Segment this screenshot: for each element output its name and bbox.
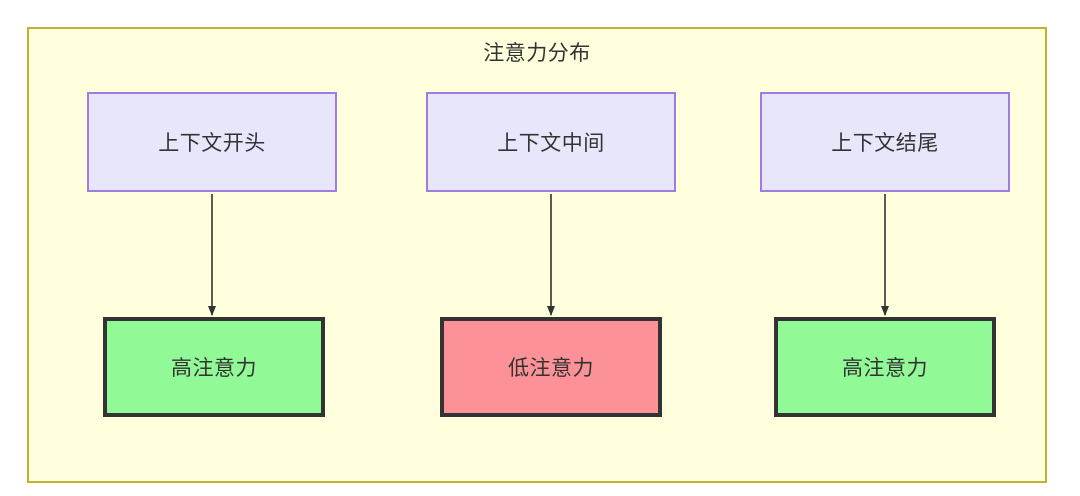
- node-context-end[interactable]: 上下文结尾: [760, 92, 1010, 192]
- node-context-start[interactable]: 上下文开头: [87, 92, 337, 192]
- node-high-attention-start[interactable]: 高注意力: [103, 317, 325, 417]
- diagram-title: 注意力分布: [483, 42, 591, 65]
- node-context-middle[interactable]: 上下文中间: [426, 92, 676, 192]
- node-low-attention-middle[interactable]: 低注意力: [440, 317, 662, 417]
- node-high-attention-end[interactable]: 高注意力: [774, 317, 996, 417]
